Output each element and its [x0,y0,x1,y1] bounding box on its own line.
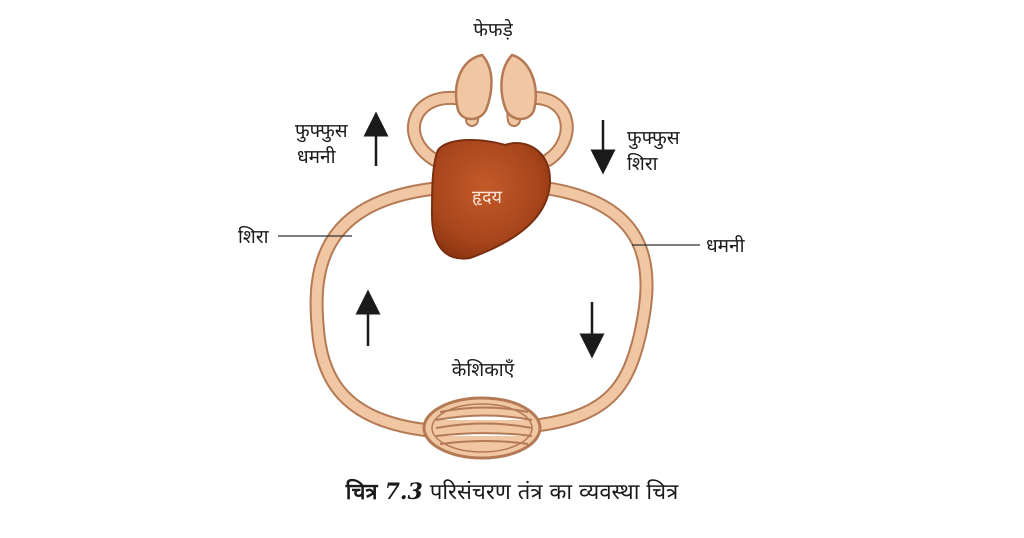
label-artery: धमनी [706,234,746,257]
caption-text: परिसंचरण तंत्र का व्यवस्था चित्र [429,480,679,505]
capillary-bed [422,396,542,460]
caption-fig-word: चित्र [345,479,378,505]
lungs [454,53,537,121]
label-vein: शिरा [238,225,270,248]
right-lung [500,53,537,121]
figure-caption: चित्र 7.3 परिसंचरण तंत्र का व्यवस्था चित… [0,476,1024,506]
label-capillaries: केशिकाएँ [452,358,515,381]
label-pulmonary-vein-line2: शिरा [627,152,659,175]
label-pulmonary-artery-line2: धमनी [297,145,337,168]
label-pulmonary-artery-line1: फुफ्फुस [295,120,349,143]
left-lung [454,53,493,121]
heart [430,139,552,260]
label-lungs: फेफड़े [473,18,513,41]
label-heart: हृदय [472,187,502,208]
systemic-vessel-loop [309,181,654,437]
caption-fig-number: 7.3 [384,479,423,505]
label-pulmonary-vein-line1: फुफ्फुस [627,127,681,150]
